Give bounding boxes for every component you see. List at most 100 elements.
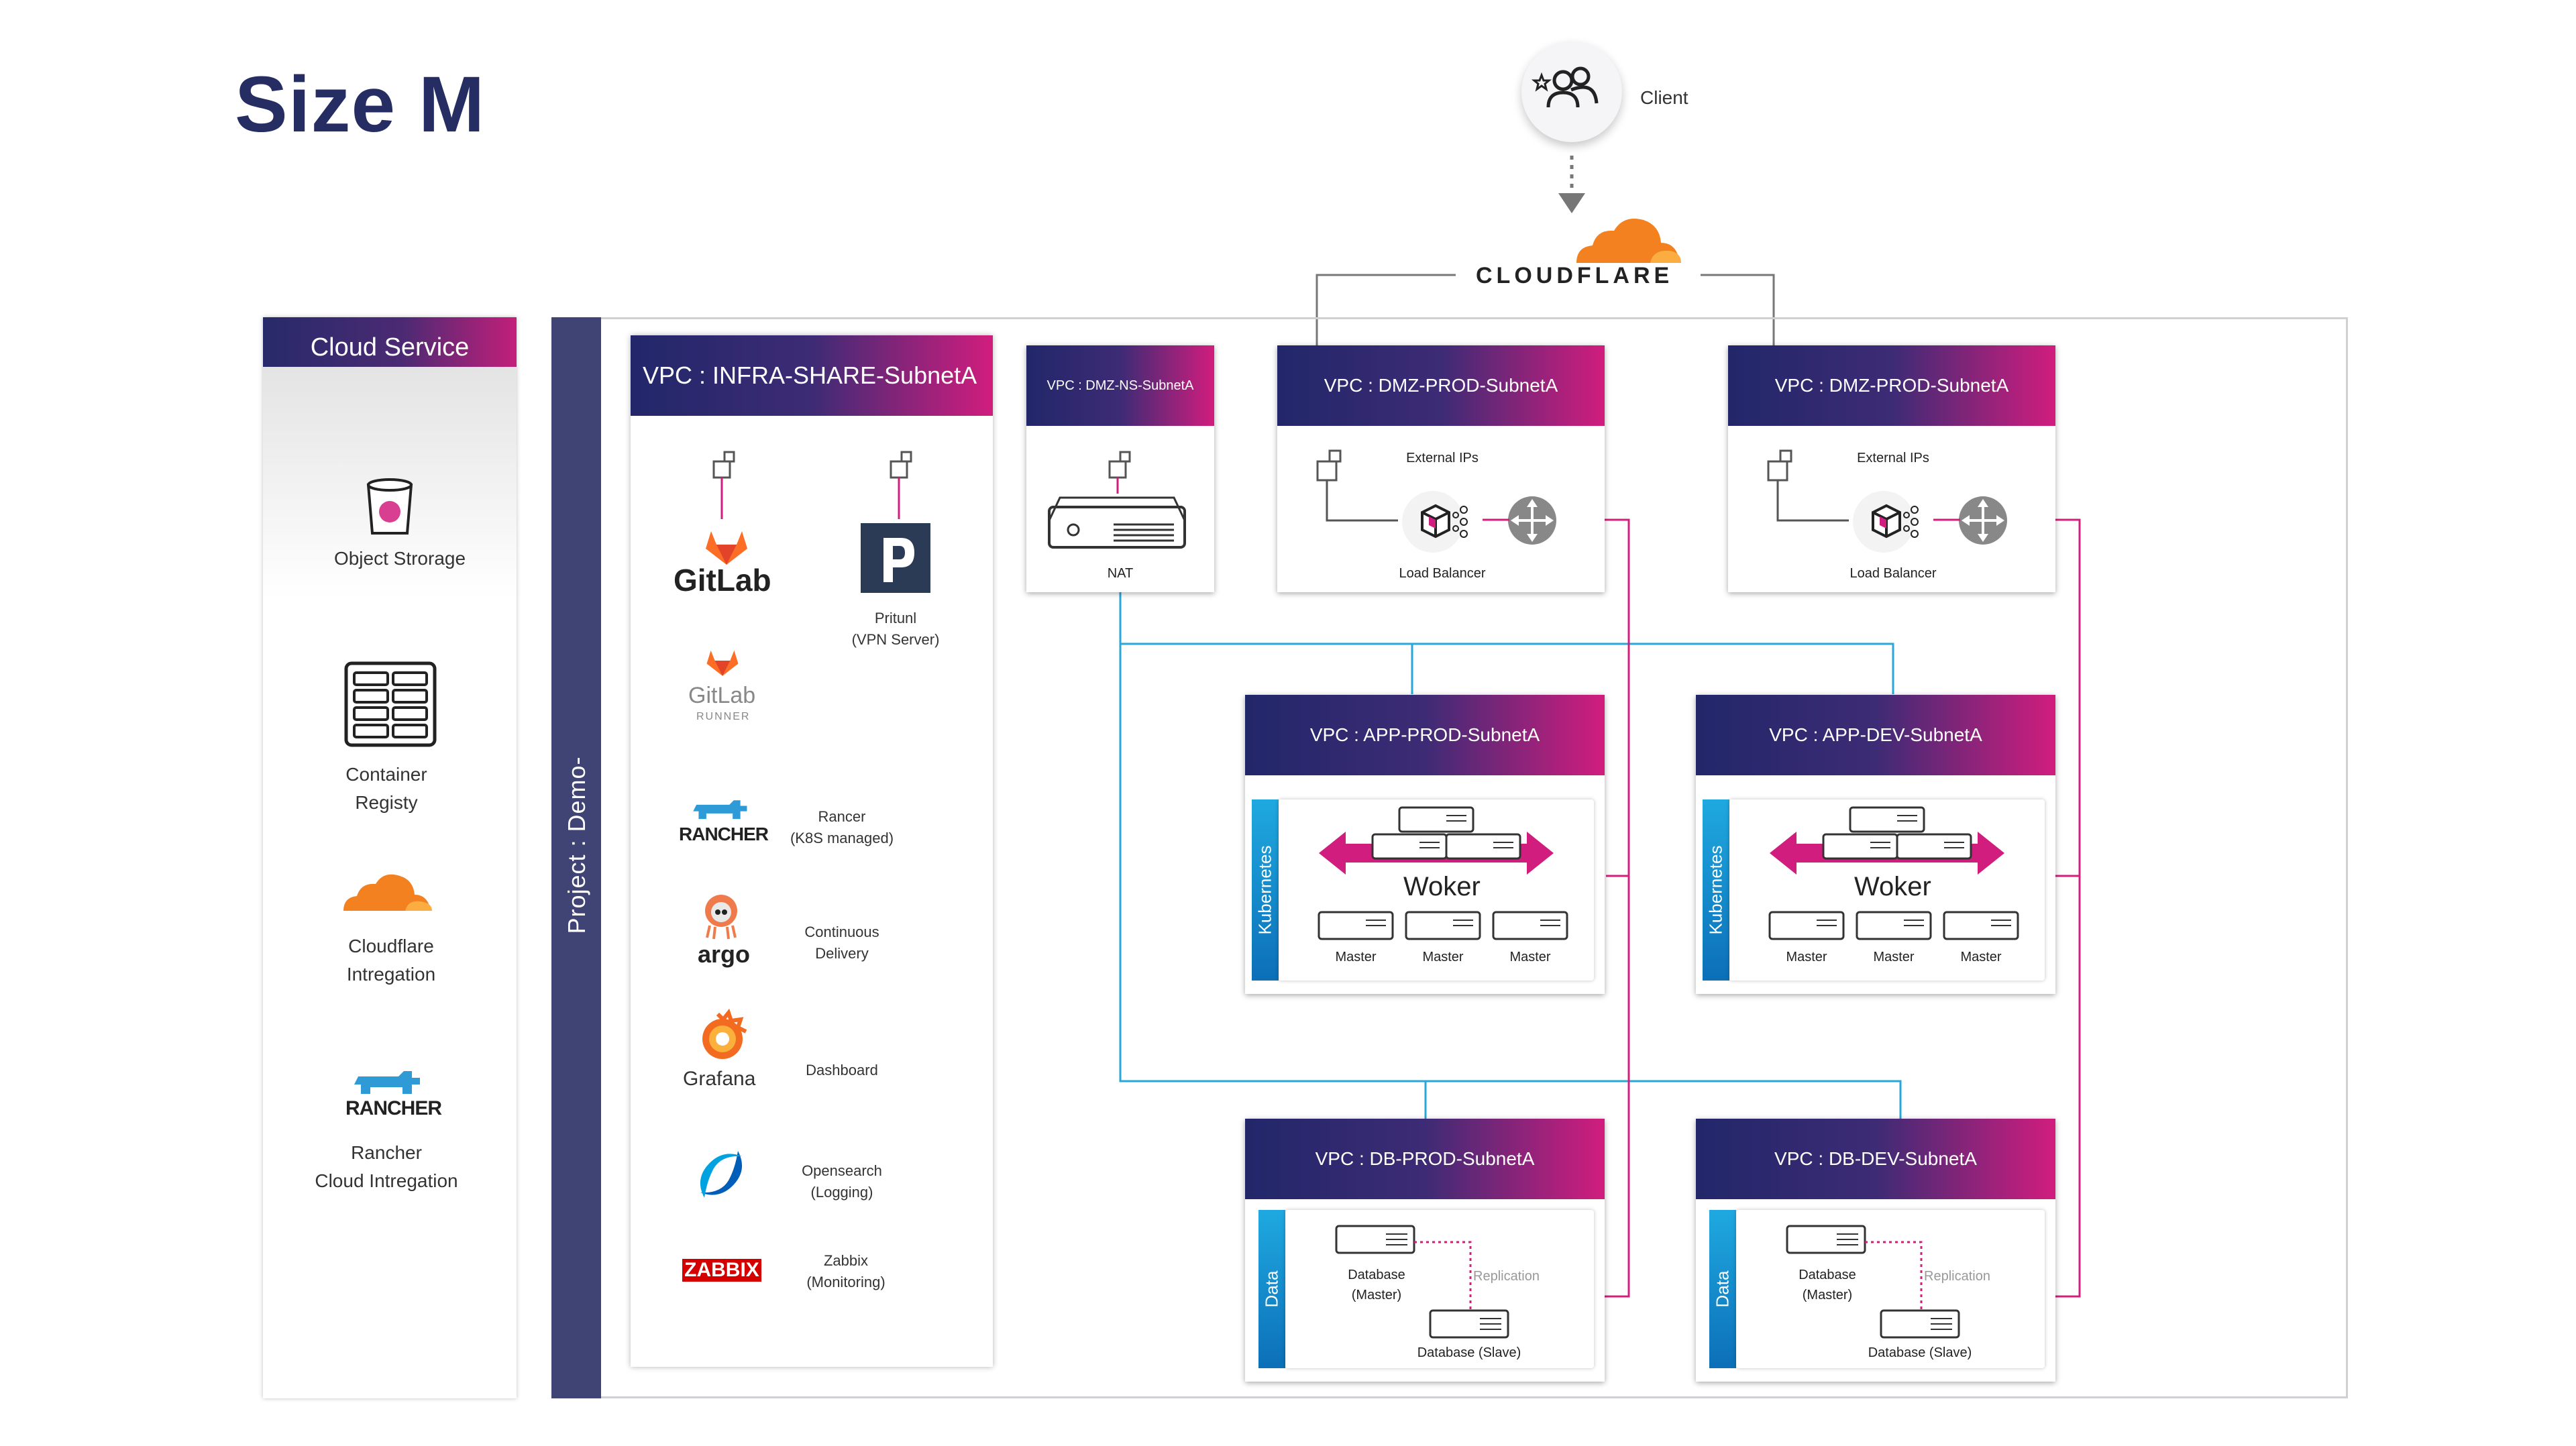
- users-icon: [1531, 66, 1599, 108]
- dmz-prod-1-header: VPC : DMZ-PROD-SubnetA: [1277, 345, 1605, 426]
- grafana-logo-text: Grafana: [683, 1068, 756, 1090]
- nat-network-lines: [1119, 590, 1902, 1121]
- db-dev-graphic: [1786, 1225, 1960, 1339]
- gitlab-icon: [706, 531, 747, 565]
- rancher-logo-text: RANCHER: [345, 1097, 442, 1119]
- db-prod-data-bar: [1258, 1210, 1285, 1368]
- db-dev-data-label: Data: [1712, 1270, 1733, 1308]
- app-dev-master-label: Master: [1786, 950, 1827, 964]
- argo-icon: [705, 895, 737, 940]
- cloudflare-integration-label: Cloudflare Intregation: [270, 932, 512, 989]
- db-prod-replication-line: [1414, 1241, 1472, 1311]
- app-dev-master-label: Master: [1873, 950, 1915, 964]
- app-dev-worker-servers: [1822, 806, 1972, 860]
- container-registry-label: Container Registy: [266, 761, 507, 817]
- app-dev-kubernetes-label: Kubernetes: [1705, 845, 1726, 935]
- dmz-prod-1-external-ips-label: External IPs: [1406, 451, 1479, 465]
- gitlab-runner-logo-text: GitLab: [688, 683, 756, 708]
- pritunl-label: Pritunl (VPN Server): [842, 608, 949, 651]
- gitlab-logo-text: GitLab: [674, 563, 771, 598]
- label-line: Database: [1799, 1268, 1856, 1282]
- zabbix-label: Zabbix (Monitoring): [782, 1250, 910, 1293]
- label-line: Cloudflare: [348, 936, 434, 956]
- nat-label: NAT: [1107, 566, 1134, 581]
- container-registry-icon: [344, 661, 437, 747]
- dmz-prod-2-port-icon: [1767, 449, 1849, 522]
- rancher-tool-label: Rancer (K8S managed): [778, 806, 906, 849]
- db-dev-slave-server: [1880, 1309, 1960, 1339]
- label-line: (K8S managed): [790, 830, 894, 846]
- argo-label: Continuous Delivery: [778, 922, 906, 964]
- dmz-prod-1-router-icon: [1508, 496, 1556, 545]
- app-prod-master-label: Master: [1509, 950, 1551, 964]
- label-line: Intregation: [346, 964, 436, 985]
- app-dev-header: VPC : APP-DEV-SubnetA: [1696, 695, 2055, 775]
- app-dev-worker-label: Woker: [1854, 872, 1931, 901]
- client-arrow-head: [1558, 193, 1585, 213]
- app-prod-master-servers: [1318, 911, 1568, 940]
- label-line: (Master): [1351, 1288, 1402, 1302]
- pritunl-icon: [861, 523, 930, 593]
- db-prod-master-label: Database (Master): [1323, 1265, 1430, 1305]
- client-node: [1521, 42, 1622, 142]
- nat-port-icon: [1108, 451, 1131, 494]
- label-line: Continuous: [804, 924, 879, 940]
- app-dev-kubernetes-bar: [1703, 799, 1729, 981]
- gitlab-runner-sub-text: RUNNER: [696, 711, 751, 722]
- dmz-prod-1-lb-link: [1483, 518, 1509, 521]
- rancher-integration-label: Rancher Cloud Intregation: [266, 1139, 507, 1195]
- dmz-prod-2-lb-link: [1933, 518, 1960, 521]
- app-prod-master-label: Master: [1335, 950, 1377, 964]
- zabbix-logo: ZABBIX: [682, 1259, 761, 1282]
- argo-logo-text: argo: [698, 940, 751, 968]
- page-title: Size M: [235, 60, 486, 149]
- db-prod-data-label: Data: [1261, 1270, 1282, 1308]
- db-prod-slave-server: [1429, 1309, 1509, 1339]
- label-line: Pritunl: [874, 610, 917, 626]
- app-dev-master-label: Master: [1960, 950, 2002, 964]
- app-prod-kubernetes-bar: [1252, 799, 1279, 981]
- cloudflare-wordmark: CLOUDFLARE: [1476, 263, 1674, 288]
- dmz-ns-header: VPC : DMZ-NS-SubnetA: [1026, 345, 1214, 426]
- infra-share-header: VPC : INFRA-SHARE-SubnetA: [631, 335, 993, 416]
- app-prod-kubernetes-label: Kubernetes: [1254, 845, 1275, 935]
- rancher-tool-logo-text: RANCHER: [679, 824, 769, 844]
- label-line: Container: [345, 764, 427, 785]
- label-line: Rancer: [818, 808, 866, 825]
- app-prod-worker-label: Woker: [1403, 872, 1481, 901]
- dmz-prod-1-load-balancer-icon: [1402, 491, 1468, 553]
- label-line: Zabbix: [823, 1252, 869, 1269]
- label-line: Dashboard: [806, 1062, 878, 1078]
- app-dev-master-servers: [1768, 911, 2019, 940]
- db-dev-master-server: [1786, 1225, 1866, 1254]
- app-dev-cluster-graphic: [1768, 806, 2019, 940]
- cloudflare-cloud-icon: [1576, 219, 1681, 263]
- db-prod-slave-label: Database (Slave): [1417, 1345, 1521, 1360]
- label-line: (Monitoring): [806, 1274, 885, 1290]
- rancher-icon: [354, 1071, 420, 1094]
- nat-router-icon: [1048, 496, 1186, 549]
- label-line: Rancher: [351, 1142, 422, 1163]
- project-sidebar: [551, 317, 601, 1398]
- label-line: Delivery: [815, 945, 869, 962]
- db-dev-master-label: Database (Master): [1774, 1265, 1881, 1305]
- app-prod-worker-servers: [1371, 806, 1521, 860]
- gitlab-runner-icon: [706, 650, 739, 676]
- dmz-prod-2-load-balancer-icon: [1853, 491, 1919, 553]
- label-line: Registy: [355, 792, 418, 813]
- dmz-prod-2-router-icon: [1959, 496, 2007, 545]
- object-storage-icon: [366, 478, 413, 535]
- grafana-icon: [702, 1009, 747, 1059]
- project-label: Project : Demo-: [563, 756, 590, 934]
- dmz-prod-1-load-balancer-label: Load Balancer: [1399, 566, 1486, 581]
- label-line: (VPN Server): [851, 631, 940, 648]
- opensearch-label: Opensearch (Logging): [778, 1160, 906, 1203]
- cloud-service-header: Cloud Service: [263, 317, 517, 367]
- cloudflare-icon: [343, 874, 432, 911]
- dmz-prod-2-header: VPC : DMZ-PROD-SubnetA: [1728, 345, 2055, 426]
- db-prod-header: VPC : DB-PROD-SubnetA: [1245, 1119, 1605, 1199]
- db-prod-graphic: [1335, 1225, 1509, 1339]
- dmz-prod-2-load-balancer-label: Load Balancer: [1849, 566, 1937, 581]
- db-dev-data-bar: [1709, 1210, 1736, 1368]
- app-prod-cluster-graphic: [1318, 806, 1568, 940]
